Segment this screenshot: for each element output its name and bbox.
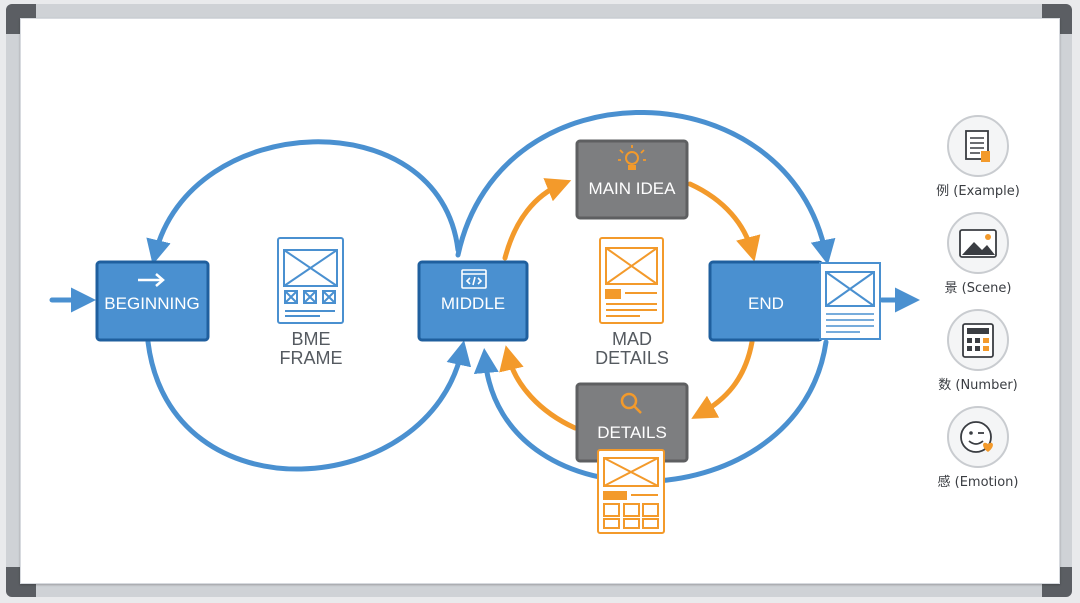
mad-label-line2: DETAILS: [595, 348, 669, 368]
legend-item-example: 例 (Example): [936, 115, 1020, 199]
legend-label-number: 数 (Number): [938, 378, 1018, 393]
wireframe-icon: [277, 237, 344, 324]
main-idea-node[interactable]: MAIN IDEA: [575, 139, 689, 220]
loop-arrow-middle-to-beginning: [146, 139, 461, 265]
legend-item-emotion: 感 (Emotion): [937, 406, 1019, 490]
middle-node[interactable]: MIDDLE: [417, 260, 529, 342]
image-icon: [959, 229, 997, 258]
main-idea-label: MAIN IDEA: [589, 179, 677, 198]
document-icon: [965, 130, 990, 162]
article-icon: [599, 237, 664, 324]
legend-item-scene: 景 (Scene): [945, 212, 1012, 296]
beginning-node[interactable]: BEGINNING: [95, 260, 210, 342]
bme-label-line2: FRAME: [280, 348, 343, 368]
middle-label: MIDDLE: [441, 294, 505, 313]
loop-arrow-middle-to-end: [455, 110, 836, 265]
loop-arrow-beginning-to-middle: [145, 339, 472, 472]
legend-label-emotion: 感 (Emotion): [937, 474, 1018, 490]
cycle-arrow-middle-to-main-idea: [502, 178, 572, 261]
end-node[interactable]: END: [708, 260, 824, 342]
legend: 例 (Example) 景 (Scene) 数 (Nu: [936, 115, 1020, 490]
legend-item-number: 数 (Number): [938, 309, 1018, 393]
arrow-right-icon: [138, 273, 165, 287]
cycle-arrow-main-idea-to-end: [687, 181, 761, 262]
code-window-icon: [461, 269, 487, 289]
summary-document-icon: [819, 262, 881, 340]
calculator-icon: [962, 323, 994, 358]
beginning-label: BEGINNING: [104, 294, 199, 313]
magnifier-icon: [620, 392, 642, 414]
lightbulb-icon: [618, 145, 646, 170]
legend-label-scene: 景 (Scene): [945, 281, 1012, 296]
emotion-face-icon: [960, 421, 993, 453]
cycle-arrow-details-to-middle: [499, 345, 578, 431]
mad-label-line1: MAD: [612, 329, 652, 349]
cycle-arrow-end-to-details: [691, 339, 755, 419]
bme-label-line1: BME: [291, 329, 330, 349]
layout-document-icon: [597, 449, 665, 534]
details-label: DETAILS: [597, 423, 667, 442]
legend-label-example: 例 (Example): [936, 184, 1020, 199]
end-label: END: [748, 294, 784, 313]
